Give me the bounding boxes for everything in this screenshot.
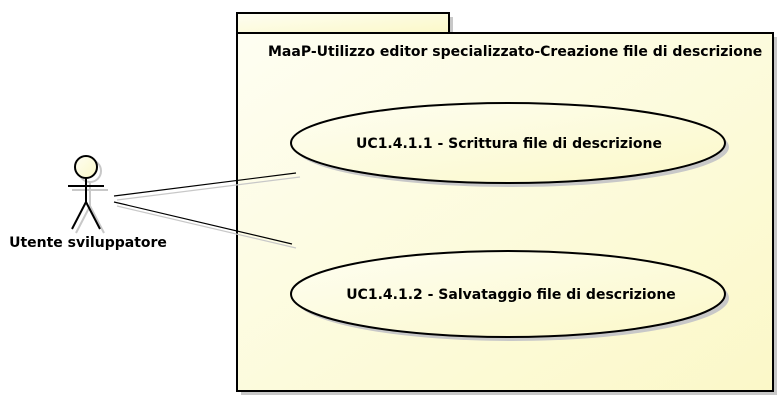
actor-head	[74, 155, 98, 179]
actor-name: Utente sviluppatore	[9, 235, 167, 251]
actor-right-leg	[85, 201, 101, 230]
package: MaaP-Utilizzo editor specializzato-Creaz…	[236, 12, 777, 395]
use-case-uc1: UC1.4.1.1 - Scrittura file di descrizion…	[290, 102, 729, 187]
package-tab	[236, 12, 450, 34]
use-case-uc1-ellipse	[290, 102, 726, 184]
use-case-uc2: UC1.4.1.2 - Salvataggio file di descrizi…	[290, 250, 729, 341]
actor-utente-sviluppatore: Utente sviluppatore	[9, 155, 167, 251]
actor-left-leg	[71, 201, 87, 230]
use-case-uc2-ellipse	[290, 250, 726, 338]
association-uc2	[113, 201, 293, 245]
use-case-uc2-label: UC1.4.1.2 - Salvataggio file di descrizi…	[346, 287, 676, 303]
association-uc1	[113, 172, 297, 197]
associations	[113, 172, 301, 249]
use-case-uc1-label: UC1.4.1.1 - Scrittura file di descrizion…	[356, 136, 662, 152]
package-title: MaaP-Utilizzo editor specializzato-Creaz…	[268, 44, 762, 60]
